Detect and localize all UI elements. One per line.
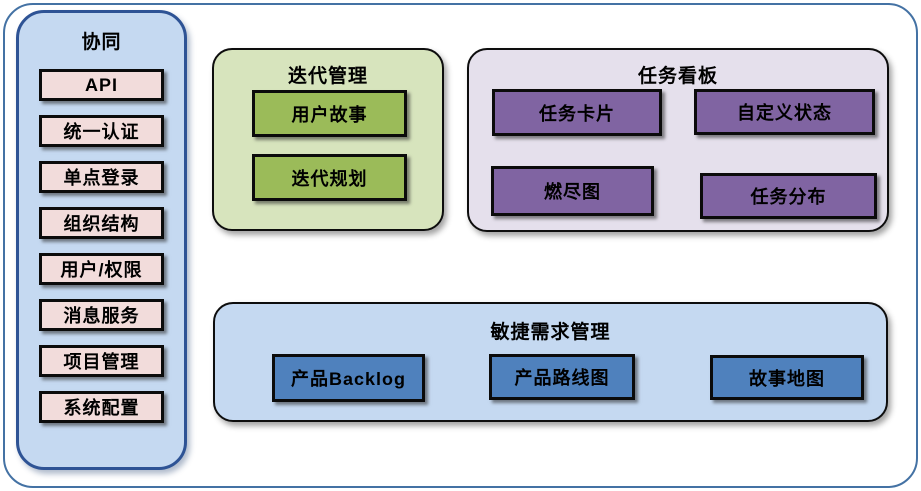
sidebar-item-user-permission: 用户/权限 (39, 253, 164, 285)
collaboration-panel: 协同 API 统一认证 单点登录 组织结构 用户/权限 消息服务 项目管理 系统… (16, 10, 187, 470)
sidebar-item-api: API (39, 69, 164, 101)
item-story-map: 故事地图 (710, 355, 864, 400)
item-product-backlog: 产品Backlog (272, 354, 425, 402)
sidebar-item-unified-auth: 统一认证 (39, 115, 164, 147)
sidebar-item-message-service: 消息服务 (39, 299, 164, 331)
iteration-management-panel: 迭代管理 用户故事 迭代规划 (212, 48, 444, 231)
task-board-panel: 任务看板 任务卡片 自定义状态 燃尽图 任务分布 (467, 48, 889, 232)
collaboration-title: 协同 (81, 32, 122, 53)
item-burndown-chart: 燃尽图 (491, 166, 654, 216)
task-board-title: 任务看板 (637, 66, 718, 87)
item-iteration-planning: 迭代规划 (252, 154, 407, 201)
item-product-roadmap: 产品路线图 (489, 354, 635, 400)
sidebar-item-system-config: 系统配置 (39, 391, 164, 423)
sidebar-item-sso: 单点登录 (39, 161, 164, 193)
collaboration-item-list: API 统一认证 单点登录 组织结构 用户/权限 消息服务 项目管理 系统配置 (19, 69, 184, 423)
iteration-management-title: 迭代管理 (287, 66, 368, 87)
item-user-story: 用户故事 (252, 90, 407, 137)
sidebar-item-org-structure: 组织结构 (39, 207, 164, 239)
agile-requirements-title: 敏捷需求管理 (490, 322, 611, 343)
item-custom-status: 自定义状态 (694, 89, 875, 135)
agile-requirements-panel: 敏捷需求管理 产品Backlog 产品路线图 故事地图 (213, 302, 888, 422)
sidebar-item-project-management: 项目管理 (39, 345, 164, 377)
item-task-card: 任务卡片 (492, 89, 662, 136)
item-task-distribution: 任务分布 (700, 173, 877, 219)
